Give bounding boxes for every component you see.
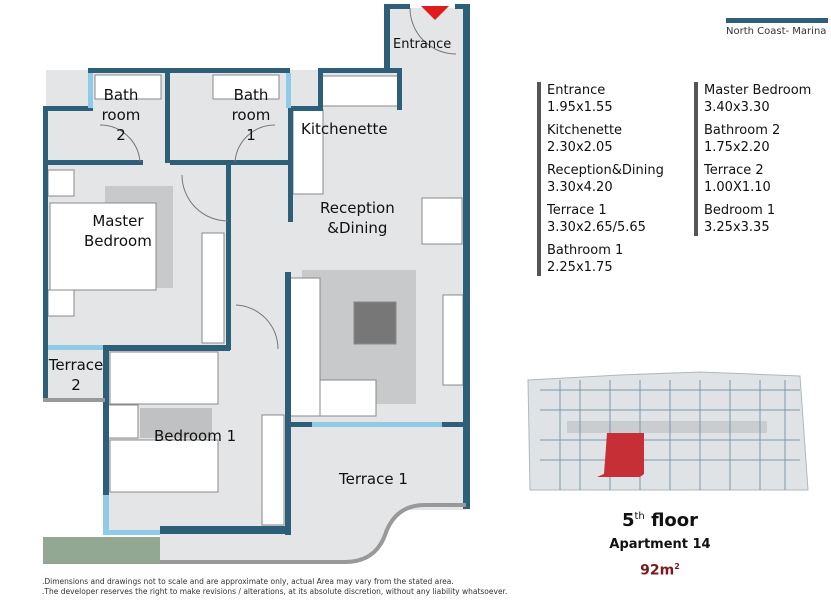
legend-dim: 3.30x2.65/5.65 <box>547 220 646 235</box>
legend-dim: 1.95x1.55 <box>547 100 613 115</box>
legend-name: Entrance <box>547 83 606 98</box>
label-line: Terrace <box>48 356 104 374</box>
legend-dim: 2.30x2.05 <box>547 140 613 155</box>
legend-right: Master Bedroom 3.40x3.30 Bathroom 2 1.75x2… <box>694 82 811 236</box>
vanity <box>212 74 280 100</box>
vanity <box>94 74 162 100</box>
sofa <box>319 379 377 417</box>
label-line: Master <box>92 212 144 230</box>
label-line: room <box>101 106 141 124</box>
room-label-reception: Reception &Dining <box>320 198 395 238</box>
planter <box>43 537 160 563</box>
floor-number: 5 <box>621 510 635 531</box>
wardrobe <box>201 232 225 344</box>
brand-bar <box>726 18 828 23</box>
rug <box>140 408 212 438</box>
wardrobe <box>261 414 285 526</box>
legend-name: Terrace 2 <box>704 163 764 178</box>
label-line: room <box>231 106 271 124</box>
label-line: Bath <box>103 86 139 104</box>
kitchen-counter <box>321 75 399 107</box>
label-line: Reception <box>320 199 395 217</box>
legend-name: Bathroom 1 <box>547 243 624 258</box>
legend-name: Kitchenette <box>547 123 623 138</box>
room-label-terrace-1: Terrace 1 <box>339 470 408 488</box>
master-bed <box>49 202 157 291</box>
nightstand <box>47 289 75 317</box>
disclaimer: .Dimensions and drawings not to scale an… <box>42 577 507 597</box>
legend-item: Entrance 1.95x1.55 <box>547 82 664 116</box>
dining-table <box>421 197 463 245</box>
walls <box>43 4 470 535</box>
legend-dim: 3.25x3.35 <box>704 220 770 235</box>
floor-suffix: th <box>634 511 645 522</box>
room-label-terrace-2: Terrace 2 <box>46 355 106 395</box>
apartment-highlight <box>597 433 644 477</box>
floor-title: 5th floor <box>560 510 760 531</box>
bed <box>109 351 219 405</box>
legend-dim: 3.40x3.30 <box>704 100 770 115</box>
floor-word: floor <box>651 510 699 531</box>
legend-item: Bathroom 1 2.25x1.75 <box>547 242 664 276</box>
location-label: North Coast- Marina <box>726 26 827 37</box>
legend-item: Bathroom 2 1.75x2.20 <box>704 122 811 156</box>
kitchen-counter <box>292 109 324 195</box>
disclaimer-line: .The developer reserves the right to mak… <box>42 587 508 596</box>
legend-item: Reception&Dining 3.30x4.20 <box>547 162 664 196</box>
brand: North Coast- Marina <box>726 18 828 37</box>
windows <box>48 73 442 535</box>
label-line: 2 <box>116 126 126 144</box>
entrance-arrow-icon <box>421 6 449 20</box>
legend-dim: 2.25x1.75 <box>547 260 613 275</box>
label-line: 1 <box>246 126 256 144</box>
room-label-bathroom-2: Bath room 2 <box>95 85 147 145</box>
disclaimer-line: .Dimensions and drawings not to scale an… <box>42 577 454 586</box>
label-line: Bedroom <box>84 232 152 250</box>
nightstand <box>47 169 75 197</box>
nightstand <box>107 404 139 439</box>
furniture <box>47 74 464 526</box>
apartment-number: Apartment 14 <box>609 537 711 552</box>
legend-item: Bedroom 1 3.25x3.35 <box>704 202 811 236</box>
label-line: &Dining <box>327 219 388 237</box>
label-line: Bath <box>233 86 269 104</box>
area-unit: 2 <box>674 562 680 571</box>
legend-item: Terrace 2 1.00X1.10 <box>704 162 811 196</box>
legend-item: Terrace 1 3.30x2.65/5.65 <box>547 202 664 236</box>
legend-name: Reception&Dining <box>547 163 664 178</box>
terrace2-edge <box>43 398 105 402</box>
legend-left: Entrance 1.95x1.55 Kitchenette 2.30x2.05 R… <box>537 82 664 276</box>
area-value: 92m <box>640 562 675 579</box>
room-label-bedroom-1: Bedroom 1 <box>154 427 237 445</box>
door-swings <box>99 7 457 350</box>
legend-dim: 3.30x4.20 <box>547 180 613 195</box>
legend-dim: 1.00X1.10 <box>704 180 771 195</box>
label-line: 2 <box>71 376 81 394</box>
room-label-kitchenette: Kitchenette <box>301 120 388 138</box>
room-label-master-bedroom: Master Bedroom <box>84 211 152 251</box>
legend-name: Bedroom 1 <box>704 203 776 218</box>
sofa <box>289 277 321 417</box>
legend-name: Bathroom 2 <box>704 123 781 138</box>
key-plan <box>527 371 809 491</box>
bed <box>109 439 219 493</box>
legend-item: Kitchenette 2.30x2.05 <box>547 122 664 156</box>
legend-dim: 1.75x2.20 <box>704 140 770 155</box>
room-label-bathroom-1: Bath room 1 <box>225 85 277 145</box>
terrace-boundary <box>43 503 466 564</box>
tv-unit <box>442 294 464 386</box>
apartment-area: 92m2 <box>560 562 760 579</box>
coffee-table <box>353 301 397 345</box>
legend-name: Master Bedroom <box>704 83 812 98</box>
room-label-entrance: Entrance <box>393 37 452 52</box>
legend-name: Terrace 1 <box>547 203 607 218</box>
legend-item: Master Bedroom 3.40x3.30 <box>704 82 811 116</box>
